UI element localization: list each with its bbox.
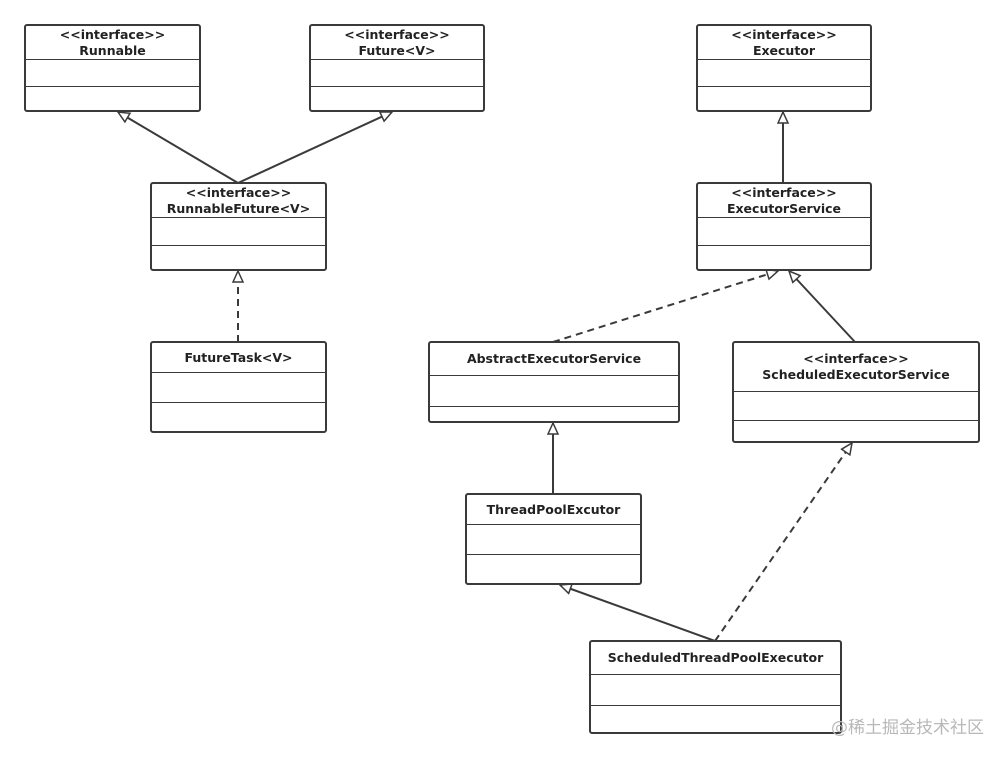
class-future-task[interactable]: FutureTask<V> <box>150 341 327 433</box>
class-header: <<interface>> Executor <box>698 26 870 60</box>
operations-section <box>591 706 840 732</box>
class-name: AbstractExecutorService <box>466 351 642 366</box>
stereotype: <<interface>> <box>344 27 450 42</box>
stereotype: <<interface>> <box>803 351 909 366</box>
operations-section <box>698 246 870 269</box>
attributes-section <box>467 525 640 555</box>
class-name: Executor <box>752 43 816 58</box>
class-future[interactable]: <<interface>> Future<V> <box>309 24 485 112</box>
edge-scheduledthreadpoolexecutor-threadpoolexcutor <box>560 585 716 642</box>
operations-section <box>734 421 978 441</box>
attributes-section <box>26 60 199 87</box>
class-header: AbstractExecutorService <box>430 343 678 376</box>
edge-abstractexecutorservice-executorservice <box>552 271 778 343</box>
stereotype: <<interface>> <box>731 27 837 42</box>
class-runnable[interactable]: <<interface>> Runnable <box>24 24 201 112</box>
operations-section <box>430 407 678 421</box>
class-header: <<interface>> ExecutorService <box>698 184 870 218</box>
class-header: <<interface>> Runnable <box>26 26 199 60</box>
class-name: Future<V> <box>358 43 436 58</box>
attributes-section <box>152 218 325 246</box>
stereotype: <<interface>> <box>185 185 292 200</box>
class-header: <<interface>> Future<V> <box>311 26 483 60</box>
class-name: ThreadPoolExcutor <box>486 502 621 517</box>
class-thread-pool-excutor[interactable]: ThreadPoolExcutor <box>465 493 642 585</box>
class-header: <<interface>> RunnableFuture<V> <box>152 184 325 218</box>
class-scheduled-thread-pool-executor[interactable]: ScheduledThreadPoolExecutor <box>589 640 842 734</box>
stereotype: <<interface>> <box>731 185 837 200</box>
operations-section <box>152 403 325 431</box>
attributes-section <box>430 376 678 407</box>
attributes-section <box>734 392 978 421</box>
attributes-section <box>311 60 483 87</box>
class-name: RunnableFuture<V> <box>166 201 311 216</box>
class-header: FutureTask<V> <box>152 343 325 373</box>
operations-section <box>311 87 483 110</box>
operations-section <box>698 87 870 110</box>
operations-section <box>467 555 640 583</box>
class-name: ScheduledThreadPoolExecutor <box>607 650 824 665</box>
class-executor[interactable]: <<interface>> Executor <box>696 24 872 112</box>
attributes-section <box>152 373 325 403</box>
attributes-section <box>698 60 870 87</box>
edge-scheduledexecutorservice-executorservice <box>789 271 856 343</box>
class-name: ScheduledExecutorService <box>762 367 950 382</box>
edge-scheduledthreadpoolexecutor-scheduledexecutorservice <box>714 443 852 642</box>
class-abstract-executor-service[interactable]: AbstractExecutorService <box>428 341 680 423</box>
operations-section <box>26 87 199 110</box>
class-header: ThreadPoolExcutor <box>467 495 640 525</box>
class-executor-service[interactable]: <<interface>> ExecutorService <box>696 182 872 271</box>
operations-section <box>152 246 325 269</box>
class-scheduled-executor-service[interactable]: <<interface>> ScheduledExecutorService <box>732 341 980 443</box>
class-header: <<interface>> ScheduledExecutorService <box>734 343 978 392</box>
class-runnable-future[interactable]: <<interface>> RunnableFuture<V> <box>150 182 327 271</box>
class-name: ExecutorService <box>726 201 842 216</box>
class-name: Runnable <box>79 43 146 58</box>
attributes-section <box>698 218 870 246</box>
stereotype: <<interface>> <box>59 27 166 42</box>
watermark: @稀土掘金技术社区 <box>831 718 984 738</box>
class-name: FutureTask<V> <box>184 350 293 365</box>
edge-runnablefuture-future <box>237 111 392 184</box>
edge-runnablefuture-runnable <box>118 112 239 184</box>
attributes-section <box>591 675 840 706</box>
class-header: ScheduledThreadPoolExecutor <box>591 642 840 675</box>
